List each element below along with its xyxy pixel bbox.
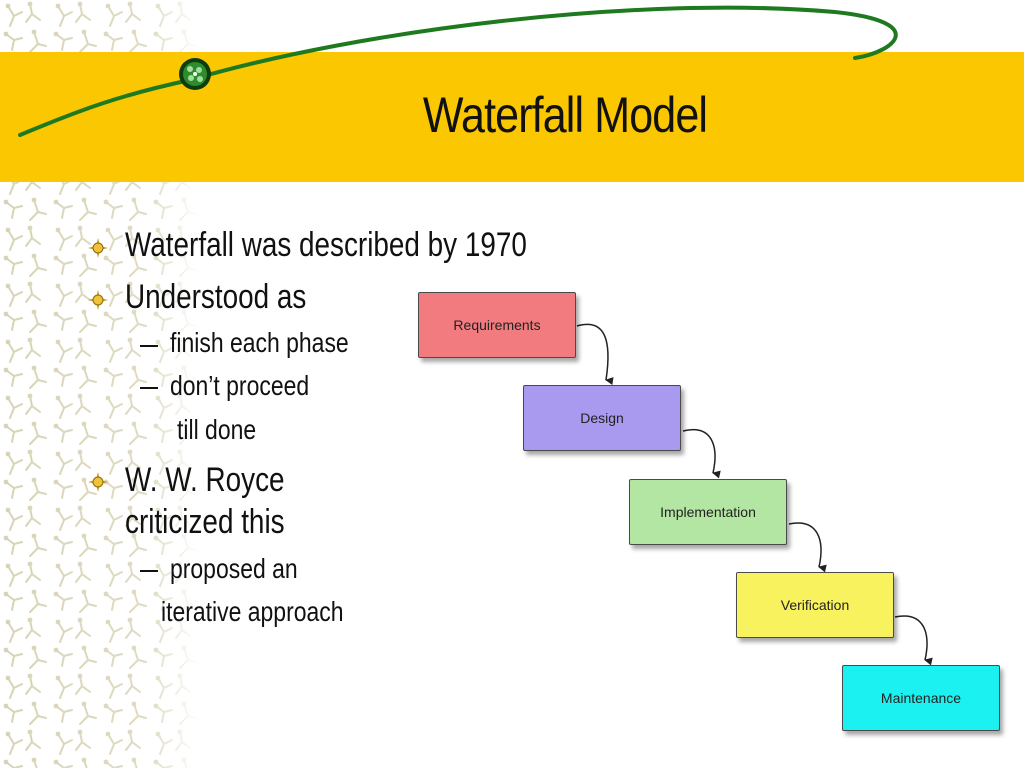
phase-requirements: Requirements [418, 292, 576, 358]
phase-implementation: Implementation [629, 479, 787, 545]
dash-marker [140, 570, 158, 572]
bullet-understood-as: Understood as [125, 278, 307, 316]
sub-bullet-dont-proceed: don’t proceed [170, 370, 310, 401]
sub-bullet-proposed: proposed an [170, 553, 298, 584]
sub-bullet-iterative: iterative approach [161, 596, 344, 627]
slide-title: Waterfall Model [422, 87, 708, 143]
phase-maintenance: Maintenance [842, 665, 1000, 731]
phase-design: Design [523, 385, 681, 451]
dash-marker [140, 345, 158, 347]
bullet-criticized: criticized this [125, 503, 285, 541]
gear-bullet-icon [88, 238, 108, 258]
gear-bullet-icon [88, 290, 108, 310]
bullet-waterfall-described: Waterfall was described by 1970 [125, 226, 527, 264]
sub-bullet-finish-phase: finish each phase [170, 327, 349, 358]
phase-verification: Verification [736, 572, 894, 638]
bullet-royce: W. W. Royce [125, 461, 285, 499]
dash-marker [140, 387, 158, 389]
sub-bullet-till-done: till done [177, 414, 257, 445]
gear-bullet-icon [88, 472, 108, 492]
